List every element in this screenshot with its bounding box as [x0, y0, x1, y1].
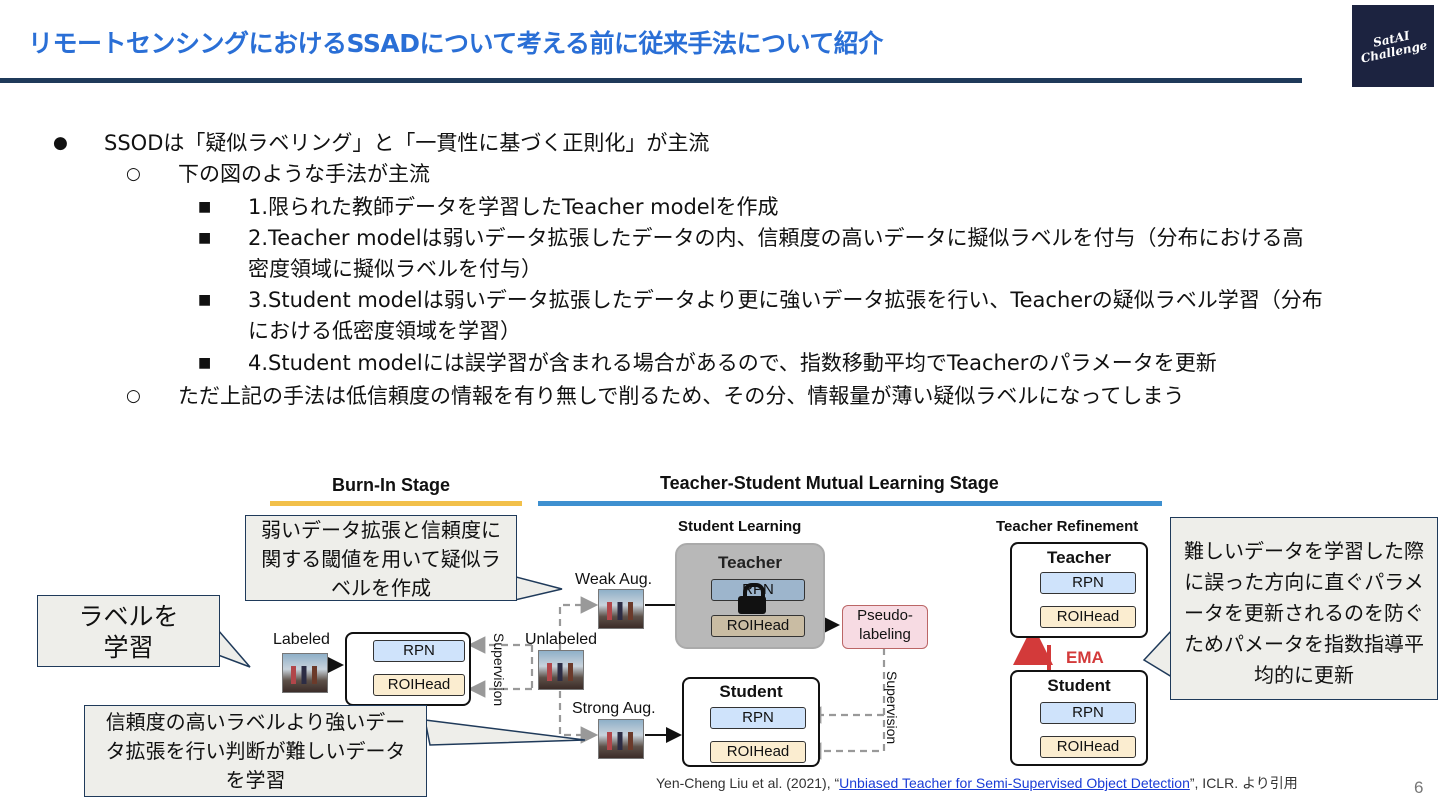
weak-aug-image [598, 589, 644, 629]
mutual-stage-title: Teacher-Student Mutual Learning Stage [660, 473, 999, 493]
student-title: Student [719, 682, 783, 701]
title-underline [0, 78, 1302, 83]
unlabeled-image [538, 650, 584, 690]
strong-aug-image [598, 719, 644, 759]
strong-aug-label: Strong Aug. [572, 700, 656, 717]
bullet-text: 1.限られた教師データを学習したTeacher modelを作成 [248, 195, 779, 219]
student-title: Student [1047, 676, 1111, 695]
bullet-marker: ○ [126, 164, 141, 184]
burn-in-stage-bar [270, 501, 522, 506]
bullet-text: SSODは「疑似ラベリング」と「一貫性に基づく正則化」が主流 [104, 131, 710, 155]
unlabeled-label: Unlabeled [525, 631, 598, 648]
rpn-block: RPN [373, 640, 465, 662]
bullet-marker: ■ [198, 292, 212, 308]
bullet-marker: ● [53, 133, 68, 153]
burn-in-model: RPN ROIHead [345, 632, 471, 706]
bullet-text: 密度領域に擬似ラベルを付与） [248, 257, 542, 281]
labeled-image [282, 653, 328, 693]
bullet-text: における低密度領域を学習） [248, 319, 521, 343]
sat-ai-logo: SatAI Challenge [1352, 5, 1434, 87]
weak-aug-label: Weak Aug. [575, 571, 653, 588]
roihead-block: ROIHead [711, 615, 805, 637]
bullet-text: 下の図のような手法が主流 [178, 162, 430, 186]
strong-label-callout: 信頼度の高いラベルより強いデータ拡張を行い判断が難しいデータを学習 [84, 705, 427, 797]
bullet-text: 3.Student modelは弱いデータ拡張したデータより更に強いデータ拡張を… [248, 288, 1323, 312]
supervision-label: Supervision [491, 633, 507, 707]
roihead-block: ROIHead [1040, 736, 1136, 758]
bullet-marker: ○ [126, 386, 141, 406]
roihead-block: ROIHead [1040, 606, 1136, 628]
teacher-title: Teacher [1047, 548, 1111, 567]
rpn-block: RPN [1040, 572, 1136, 594]
labeled-label: Labeled [273, 631, 330, 648]
rpn-block: RPN [710, 707, 806, 729]
logo-text: SatAI Challenge [1359, 28, 1429, 66]
citation: Yen-Cheng Liu et al. (2021), “Unbiased T… [656, 773, 1298, 793]
roihead-block: ROIHead [373, 674, 465, 696]
teacher-title: Teacher [718, 553, 782, 572]
teacher-refinement-label: Teacher Refinement [996, 518, 1139, 535]
roihead-block: ROIHead [710, 741, 806, 763]
burn-in-stage-title: Burn-In Stage [332, 475, 451, 495]
pseudo-labeling-box: Pseudo- labeling [842, 605, 928, 649]
learn-label-callout: ラベルを 学習 [37, 595, 220, 667]
slide-title: リモートセンシングにおけるSSADについて考える前に従来手法について紹介 [28, 29, 883, 58]
citation-suffix: ”, ICLR. より引用 [1189, 775, 1298, 791]
lock-icon [738, 583, 766, 614]
bullet-text: 2.Teacher modelは弱いデータ拡張したデータの内、信頼度の高いデータ… [248, 226, 1304, 250]
bullet-text: ただ上記の手法は低信頼度の情報を有り無しで削るため、その分、情報量が薄い疑似ラベ… [178, 384, 1185, 408]
refined-teacher-model: Teacher RPN ROIHead [1010, 542, 1148, 638]
supervision-label: Supervision [884, 671, 900, 745]
refinement-student-model: Student RPN ROIHead [1010, 670, 1148, 766]
bullet-marker: ■ [198, 199, 212, 215]
unbiased-teacher-diagram: Burn-In Stage Teacher-Student Mutual Lea… [0, 465, 1440, 810]
mutual-stage-bar [538, 501, 1162, 506]
bullet-marker: ■ [198, 355, 212, 371]
weak-label-callout: 弱いデータ拡張と信頼度に関する閾値を用いて疑似ラベルを作成 [245, 515, 517, 601]
student-learning-label: Student Learning [678, 518, 802, 535]
rpn-block: RPN [1040, 702, 1136, 724]
paper-link[interactable]: Unbiased Teacher for Semi-Supervised Obj… [839, 775, 1190, 791]
student-model: Student RPN ROIHead [682, 677, 820, 767]
ema-callout: 難しいデータを学習した際に誤った方向に直ぐパラメータを更新されるのを防ぐためパメ… [1170, 517, 1438, 700]
page-number: 6 [1414, 778, 1424, 797]
bullet-marker: ■ [198, 230, 212, 246]
ema-label: EMA [1066, 648, 1104, 667]
citation-prefix: Yen-Cheng Liu et al. (2021), “ [656, 775, 840, 791]
bullet-text: 4.Student modelには誤学習が含まれる場合があるので、指数移動平均で… [248, 351, 1217, 375]
